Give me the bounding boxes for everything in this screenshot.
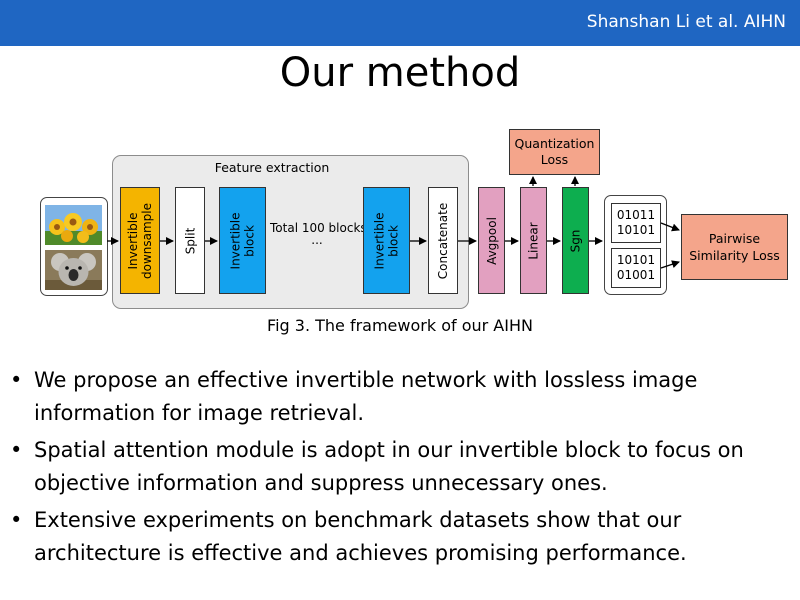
hash-code-line: 01011 [616, 208, 656, 222]
figure-caption: Fig 3. The framework of our AIHN [267, 316, 533, 335]
bullet-text: Spatial attention module is adopt in our… [34, 438, 744, 495]
bullet-dot-icon: • [10, 368, 23, 392]
invertible-block-first: Invertible block [219, 187, 266, 294]
linear-block: Linear [520, 187, 547, 294]
sunflower-photo [45, 205, 102, 245]
pairwise-similarity-loss-box: Pairwise Similarity Loss [681, 214, 788, 280]
avgpool-block: Avgpool [478, 187, 505, 294]
hash-code-line: 10101 [616, 223, 656, 237]
ellipsis-label: ... [311, 233, 323, 247]
invertible-downsample-block: Invertible downsample [120, 187, 160, 294]
bullet-item: • Extensive experiments on benchmark data… [10, 504, 790, 570]
hash-code-box: 10101 01001 [611, 248, 661, 288]
pairwise-loss-line1: Pairwise [708, 231, 761, 246]
hash-code-line: 01001 [616, 268, 656, 282]
bullet-dot-icon: • [10, 508, 23, 532]
quantization-loss-line1: Quantization [514, 136, 595, 151]
quantization-loss-box: Quantization Loss [509, 129, 600, 175]
bullet-dot-icon: • [10, 438, 23, 462]
header-bar [0, 0, 800, 46]
feature-extraction-label: Feature extraction [214, 160, 330, 175]
bullet-text: We propose an effective invertible netwo… [34, 368, 698, 425]
split-block: Split [175, 187, 205, 294]
hash-code-box: 01011 10101 [611, 203, 661, 243]
pairwise-loss-line2: Similarity Loss [689, 248, 780, 263]
koala-photo [45, 250, 102, 290]
slide-title: Our method [279, 50, 521, 96]
hash-code-line: 10101 [616, 253, 656, 267]
total-blocks-label: Total 100 blocks [270, 221, 367, 235]
bullet-text: Extensive experiments on benchmark datas… [34, 508, 687, 565]
sgn-block: Sgn [562, 187, 589, 294]
bullet-item: • Spatial attention module is adopt in ou… [10, 434, 790, 500]
bullet-item: • We propose an effective invertible netw… [10, 364, 790, 430]
bullet-list: • We propose an effective invertible netw… [10, 364, 790, 574]
invertible-block-last: Invertible block [363, 187, 410, 294]
author-label: Shanshan Li et al. AIHN [586, 12, 786, 32]
quantization-loss-line2: Loss [540, 152, 569, 167]
concatenate-block: Concatenate [428, 187, 458, 294]
